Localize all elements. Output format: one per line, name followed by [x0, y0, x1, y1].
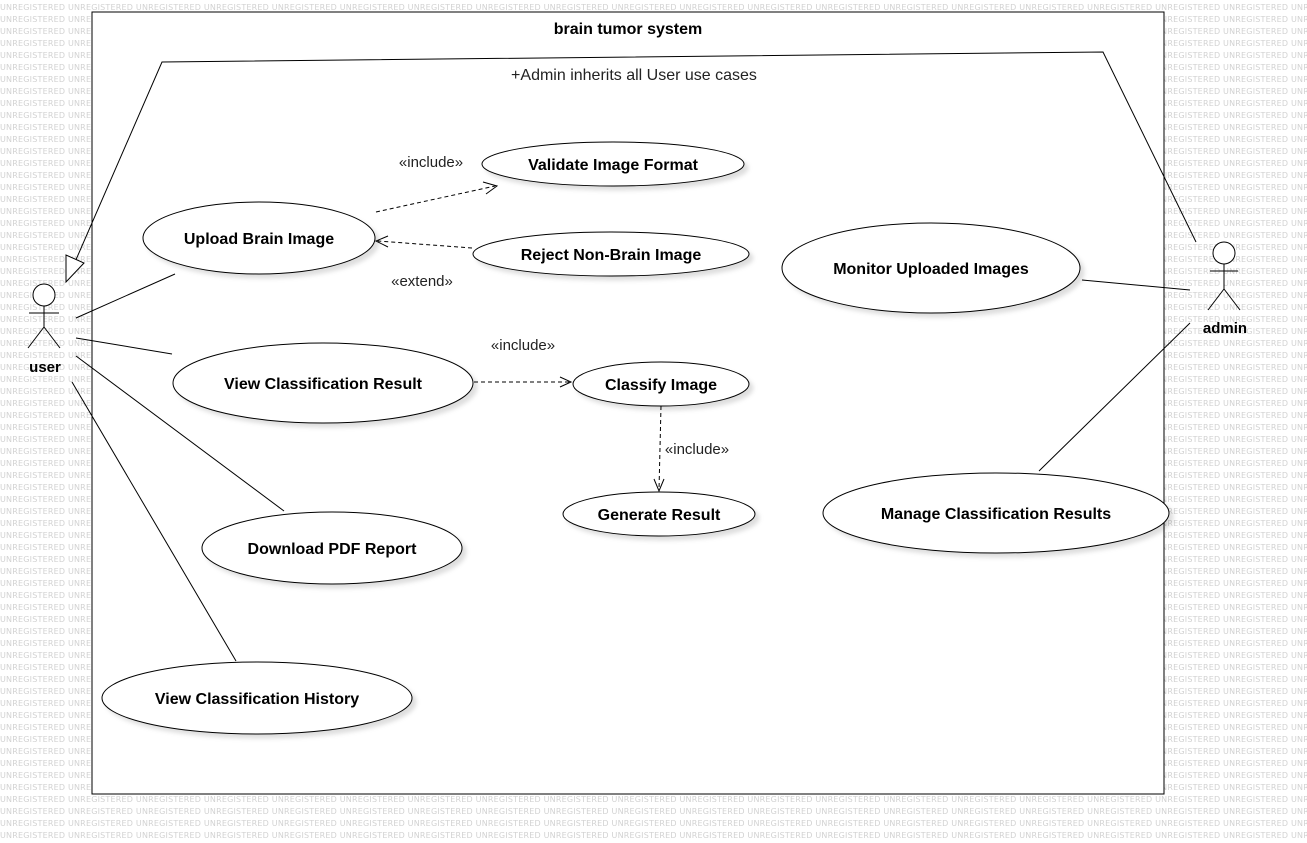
actor-user[interactable]: user — [27, 283, 61, 376]
assoc-admin-monitor[interactable] — [1081, 279, 1191, 291]
use-case-manage-classification-results[interactable]: Manage Classification Results — [822, 472, 1170, 554]
include-upload-validate[interactable] — [375, 181, 499, 213]
watermark-row: UNREGISTERED UNREGISTERED UNREGISTERED U… — [0, 831, 1307, 840]
use-case-label: View Classification History — [155, 691, 359, 708]
use-case-label: Reject Non-Brain Image — [521, 247, 702, 264]
extend-label-reject: «extend» — [391, 273, 453, 290]
include-view-classify[interactable] — [474, 376, 573, 388]
include-label-generate: «include» — [665, 441, 729, 458]
use-case-label: View Classification Result — [224, 376, 423, 393]
assoc-admin-manage[interactable] — [1038, 322, 1191, 472]
generalization-arrowhead — [65, 254, 85, 284]
watermark-row: UNREGISTERED UNREGISTERED UNREGISTERED U… — [0, 795, 1307, 804]
watermark-row: UNREGISTERED UNREGISTERED UNREGISTERED U… — [0, 3, 1307, 12]
use-case-label: Upload Brain Image — [184, 231, 334, 248]
use-case-label: Validate Image Format — [528, 157, 699, 174]
assoc-user-upload[interactable] — [75, 273, 176, 319]
watermark-row: UNREGISTERED UNREGISTERED UNREGISTERED U… — [0, 807, 1307, 816]
extend-reject-upload[interactable] — [374, 235, 473, 249]
include-label-classify: «include» — [491, 337, 555, 354]
inheritance-note: +Admin inherits all User use cases — [511, 67, 757, 84]
use-case-validate-image-format[interactable]: Validate Image Format — [481, 141, 745, 187]
include-classify-generate[interactable] — [653, 405, 665, 493]
actor-admin-label: admin — [1203, 320, 1247, 337]
user-associations — [71, 273, 285, 662]
use-case-label: Download PDF Report — [248, 541, 418, 558]
use-case-label: Manage Classification Results — [881, 506, 1111, 523]
use-case-upload-brain-image[interactable]: Upload Brain Image — [142, 201, 376, 275]
use-case-download-pdf-report[interactable]: Download PDF Report — [201, 511, 463, 585]
use-case-label: Monitor Uploaded Images — [833, 261, 1029, 278]
actor-user-label: user — [29, 359, 61, 376]
system-title: brain tumor system — [554, 21, 702, 38]
use-case-classify-image[interactable]: Classify Image — [572, 361, 750, 407]
watermark-row: UNREGISTERED UNREGISTERED UNREGISTERED U… — [0, 819, 1307, 828]
use-case-label: Generate Result — [598, 507, 721, 524]
actor-admin[interactable]: admin — [1203, 241, 1247, 337]
assoc-user-view-result[interactable] — [75, 337, 173, 355]
assoc-user-download[interactable] — [75, 355, 285, 512]
use-case-view-classification-history[interactable]: View Classification History — [101, 661, 413, 735]
admin-associations — [1038, 279, 1191, 472]
generalization-admin-to-user[interactable] — [65, 51, 1197, 284]
use-case-monitor-uploaded-images[interactable]: Monitor Uploaded Images — [781, 222, 1081, 314]
use-case-label: Classify Image — [605, 377, 717, 394]
use-case-view-classification-result[interactable]: View Classification Result — [172, 342, 474, 424]
use-case-reject-non-brain-image[interactable]: Reject Non-Brain Image — [472, 231, 750, 277]
assoc-user-history[interactable] — [71, 381, 237, 662]
include-label-validate: «include» — [399, 154, 463, 171]
user-stick-figure-icon — [27, 283, 61, 349]
use-case-generate-result[interactable]: Generate Result — [562, 491, 756, 537]
admin-stick-figure-icon — [1207, 241, 1241, 311]
